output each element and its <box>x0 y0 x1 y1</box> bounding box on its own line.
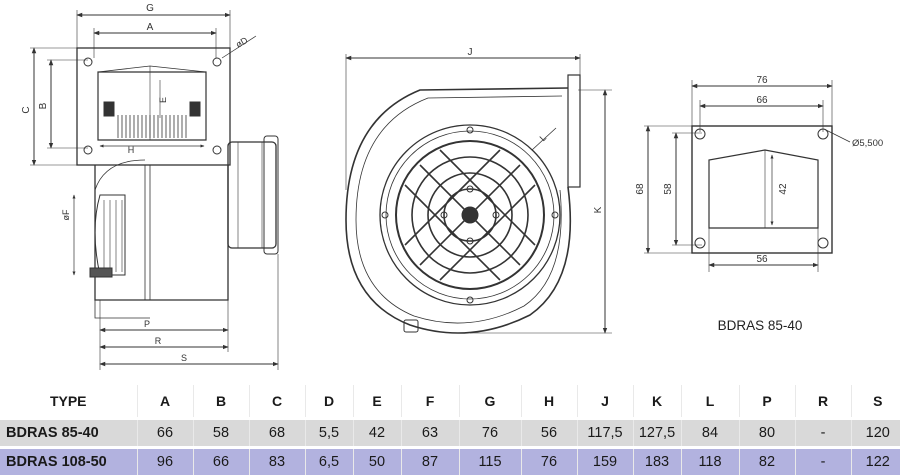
dim-label-l: L <box>538 133 549 144</box>
dim-label-e: E <box>158 97 168 103</box>
technical-drawing: G A øD C B E H øF P R S <box>0 0 900 385</box>
header-h: H <box>521 385 577 419</box>
cell-g: 115 <box>459 448 521 475</box>
specs-table: TYPE A B C D E F G H J K L P R S BDRAS 8… <box>0 385 900 475</box>
header-c: C <box>249 385 305 419</box>
cell-p: 82 <box>739 448 795 475</box>
table-row: BDRAS 108-50 96 66 83 6,5 50 87 115 76 1… <box>0 448 900 475</box>
flange-dim-hole: Ø5,500 <box>852 138 883 149</box>
cell-c: 68 <box>249 419 305 448</box>
cell-b: 66 <box>193 448 249 475</box>
dim-label-s: S <box>181 353 187 363</box>
cell-c: 83 <box>249 448 305 475</box>
cell-f: 63 <box>401 419 459 448</box>
dim-label-c: C <box>21 106 32 113</box>
cell-e: 50 <box>353 448 401 475</box>
header-s: S <box>851 385 900 419</box>
cell-type: BDRAS 85-40 <box>0 419 137 448</box>
cell-p: 80 <box>739 419 795 448</box>
cell-a: 96 <box>137 448 193 475</box>
table-header-row: TYPE A B C D E F G H J K L P R S <box>0 385 900 419</box>
header-k: K <box>633 385 681 419</box>
cell-g: 76 <box>459 419 521 448</box>
cell-h: 76 <box>521 448 577 475</box>
cell-k: 127,5 <box>633 419 681 448</box>
cell-h: 56 <box>521 419 577 448</box>
cell-s: 122 <box>851 448 900 475</box>
cell-r: - <box>795 419 851 448</box>
flange-dim-68: 68 <box>635 183 646 195</box>
cell-r: - <box>795 448 851 475</box>
dim-label-b: B <box>38 102 49 109</box>
dim-label-j: J <box>468 47 473 58</box>
front-view <box>346 54 612 333</box>
side-view <box>30 10 278 370</box>
header-j: J <box>577 385 633 419</box>
dim-label-d: øD <box>234 35 250 50</box>
cell-b: 58 <box>193 419 249 448</box>
cell-j: 117,5 <box>577 419 633 448</box>
dim-label-k: K <box>593 206 604 213</box>
cell-d: 5,5 <box>305 419 353 448</box>
dim-label-r: R <box>155 336 162 346</box>
cell-d: 6,5 <box>305 448 353 475</box>
header-e: E <box>353 385 401 419</box>
model-caption: BDRAS 85-40 <box>718 318 803 333</box>
flange-dim-56: 56 <box>756 254 768 265</box>
header-b: B <box>193 385 249 419</box>
header-g: G <box>459 385 521 419</box>
dim-label-a: A <box>147 22 154 33</box>
flange-dim-58: 58 <box>663 183 674 195</box>
cell-type: BDRAS 108-50 <box>0 448 137 475</box>
header-type: TYPE <box>0 385 137 419</box>
cell-f: 87 <box>401 448 459 475</box>
flange-dim-42: 42 <box>778 183 789 195</box>
header-f: F <box>401 385 459 419</box>
flange-view <box>644 80 850 272</box>
cell-s: 120 <box>851 419 900 448</box>
cell-l: 118 <box>681 448 739 475</box>
header-r: R <box>795 385 851 419</box>
dim-label-g: G <box>146 3 154 14</box>
dim-label-h: H <box>128 145 135 155</box>
dim-label-f: øF <box>61 209 71 220</box>
header-l: L <box>681 385 739 419</box>
cell-e: 42 <box>353 419 401 448</box>
header-p: P <box>739 385 795 419</box>
table-row: BDRAS 85-40 66 58 68 5,5 42 63 76 56 117… <box>0 419 900 448</box>
header-d: D <box>305 385 353 419</box>
flange-dim-66: 66 <box>756 95 768 106</box>
cell-k: 183 <box>633 448 681 475</box>
cell-j: 159 <box>577 448 633 475</box>
dim-label-p: P <box>144 319 150 329</box>
cell-l: 84 <box>681 419 739 448</box>
header-a: A <box>137 385 193 419</box>
cell-a: 66 <box>137 419 193 448</box>
flange-dim-76: 76 <box>756 75 768 86</box>
